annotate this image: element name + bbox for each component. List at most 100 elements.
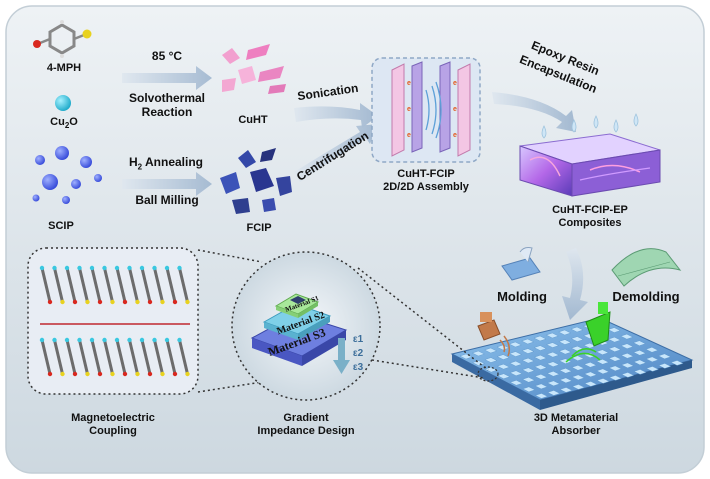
molding-icon [501,247,541,281]
lattice-atom [77,265,82,271]
composite-label-1: CuHT-FCIP-EP [552,204,628,216]
metamaterial-cell [509,380,523,386]
metamaterial-cell [533,354,547,361]
metamaterial-cell [559,368,573,374]
molecule-icon [33,20,92,58]
epsilon-3-label: ε3 [352,362,364,373]
metamaterial-cell [608,346,622,352]
metamaterial-cell [596,378,610,384]
scip-label: SCIP [48,220,74,232]
metamaterial-cell [496,363,510,370]
scip-spheres-icon [32,146,102,204]
magnetoelectric-label-1: Magnetoelectric [71,412,155,424]
lattice-atom [185,299,190,305]
lattice-atom [47,299,53,305]
gradient-label-1: Gradient [283,412,329,424]
lattice-atom [85,299,90,305]
lattice-chain [115,267,127,303]
metamaterial-cell [621,372,635,378]
meta-label-1: 3D Metamaterial [533,412,619,424]
lattice-atom [52,337,57,343]
lattice-chain [140,267,152,303]
magnetoelectric-label-2: Coupling [89,425,137,437]
metamaterial-cell [607,336,621,343]
lattice-atom [185,371,190,377]
metamaterial-cell [534,393,548,399]
lattice-atom [122,371,128,377]
lattice-atom [60,299,65,305]
green-cone-icon [565,302,611,363]
fcip-label: FCIP [246,222,272,234]
metamaterial-cell [484,357,498,363]
epsilon-2-label: ε2 [352,348,364,359]
metamaterial-cell [633,359,647,366]
meta-label-2: Absorber [551,425,601,437]
metamaterial-cell [633,369,647,375]
assembly-label-2: 2D/2D Assembly [383,181,469,193]
metamaterial-cell [546,342,560,348]
metamaterial-cell [584,381,598,387]
charge-marker: e [453,106,457,113]
metamaterial-cell [595,349,609,355]
metamaterial-cell [534,383,548,390]
lattice-atom [172,371,178,377]
lattice-chain [153,339,164,375]
metamaterial-cell [596,368,610,375]
lattice-atom [97,299,103,305]
metamaterial-cell [620,333,634,340]
metamaterial-cell [509,351,523,357]
cuht-label: CuHT [238,114,268,126]
metamaterial-cell [497,373,511,379]
metamaterial-cell [522,377,536,383]
lattice-atom [39,265,45,271]
lattice-atom [64,265,70,271]
lattice-atom [110,299,115,305]
metamaterial-cell [558,348,572,355]
metamaterial-cell [521,338,535,345]
metamaterial-cell [571,355,585,361]
metamaterial-cell [558,329,572,336]
lattice-chain [90,267,102,303]
lattice-atom [89,337,95,343]
h2-annealing-label: H2 Annealing [118,155,214,172]
lattice-atom [77,337,82,343]
lattice-chain [115,339,127,375]
metamaterial-cell [570,326,584,333]
h2-sub: 2 [137,162,143,172]
lattice-chain [165,339,177,375]
metamaterial-cell [645,347,659,353]
lattice-chain [165,267,177,303]
lattice-atom [114,265,120,271]
metamaterial-cell [558,358,572,364]
charge-marker: e [407,106,411,113]
metamaterial-cell [534,374,548,380]
magnetoelectric-lattice-icon [27,247,199,395]
metamaterial-cell [508,341,522,348]
lattice-atom [177,337,182,343]
metamaterial-cell [509,360,523,367]
metamaterial-cell [546,361,560,367]
lattice-chain [128,339,139,375]
metamaterial-cell [621,362,635,369]
metamaterial-cell [546,351,560,358]
lattice-atom [114,337,120,343]
lattice-chain [153,267,164,303]
metamaterial-cell [534,364,548,370]
lattice-chain [128,267,139,303]
metamaterial-cell [620,343,634,349]
solvothermal-label-1: Solvothermal [128,91,206,105]
cuht-sheets-icon [222,44,286,94]
metamaterial-cell [533,335,547,342]
lattice-chain [40,267,52,303]
metamaterial-cell [583,342,597,349]
lattice-atom [147,299,153,305]
lattice-atom [72,371,78,377]
metamaterial-cell [559,387,573,393]
lattice-atom [85,371,90,377]
metamaterial-cell [571,374,585,381]
metamaterial-cell [632,340,646,346]
metamaterial-cell [509,370,523,376]
lattice-chain [78,267,89,303]
lattice-chain [90,339,102,375]
